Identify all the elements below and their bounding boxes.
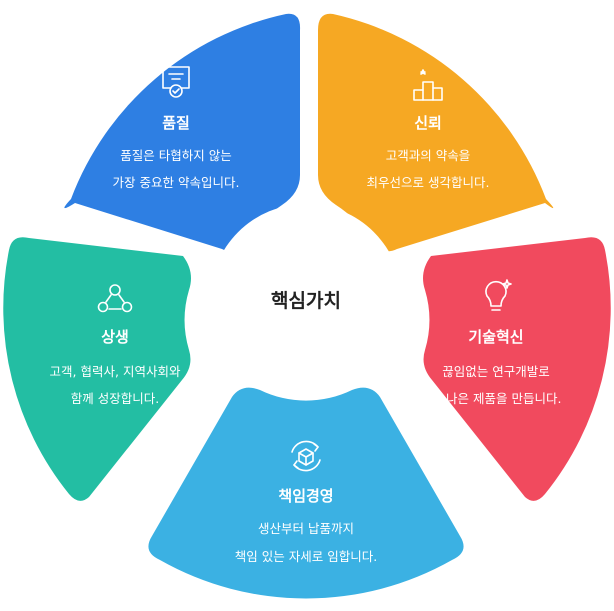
segment-responsibility-desc-line2: 책임 있는 자세로 임합니다. bbox=[235, 549, 377, 564]
segment-trust-desc-line1: 고객과의 약속을 bbox=[386, 148, 470, 163]
segment-responsibility-shape bbox=[148, 387, 464, 599]
segment-quality-shape bbox=[64, 13, 301, 252]
lightbulb-sparkle-icon bbox=[485, 279, 512, 311]
center-circle bbox=[210, 204, 402, 396]
segment-innovation: 기술혁신 끊임없는 연구개발로 더 나은 제품을 만듭니다. bbox=[423, 237, 611, 501]
segment-coexistence-desc-line1: 고객, 협력사, 지역사회와 bbox=[50, 364, 181, 379]
segment-coexistence-desc-line2: 함께 성장합니다. bbox=[71, 391, 159, 406]
segment-innovation-title: 기술혁신 bbox=[468, 328, 523, 346]
segment-trust-desc-line2: 최우선으로 생각합니다. bbox=[367, 175, 490, 190]
segment-quality-desc-line2: 가장 중요한 약속입니다. bbox=[113, 175, 240, 190]
segment-innovation-desc-line1: 끊임없는 연구개발로 bbox=[442, 364, 549, 379]
network-people-icon bbox=[97, 284, 133, 313]
segment-innovation-desc-line2: 더 나은 제품을 만듭니다. bbox=[431, 391, 562, 406]
center-label: 핵심가치 bbox=[271, 290, 341, 312]
segment-responsibility-desc-line1: 생산부터 납품까지 bbox=[258, 521, 354, 536]
segment-responsibility: 책임경영 생산부터 납품까지 책임 있는 자세로 임합니다. bbox=[148, 387, 464, 599]
cycle-box-icon bbox=[291, 440, 321, 472]
quality-certificate-icon bbox=[162, 66, 190, 98]
segment-innovation-shape bbox=[423, 237, 611, 501]
segment-quality: 품질 품질은 타협하지 않는 가장 중요한 약속입니다. bbox=[64, 13, 301, 252]
segment-trust: 신뢰 고객과의 약속을 최우선으로 생각합니다. bbox=[318, 13, 554, 252]
segment-responsibility-title: 책임경영 bbox=[278, 487, 333, 505]
podium-star-icon bbox=[413, 69, 443, 101]
segment-trust-shape bbox=[318, 13, 554, 252]
segment-coexistence: 상생 고객, 협력사, 지역사회와 함께 성장합니다. bbox=[3, 237, 191, 501]
segment-coexistence-title: 상생 bbox=[101, 328, 129, 346]
segment-quality-title: 품질 bbox=[162, 114, 190, 132]
segment-quality-desc-line1: 품질은 타협하지 않는 bbox=[120, 148, 231, 163]
segment-trust-title: 신뢰 bbox=[414, 114, 442, 132]
segment-coexistence-shape bbox=[3, 237, 191, 501]
